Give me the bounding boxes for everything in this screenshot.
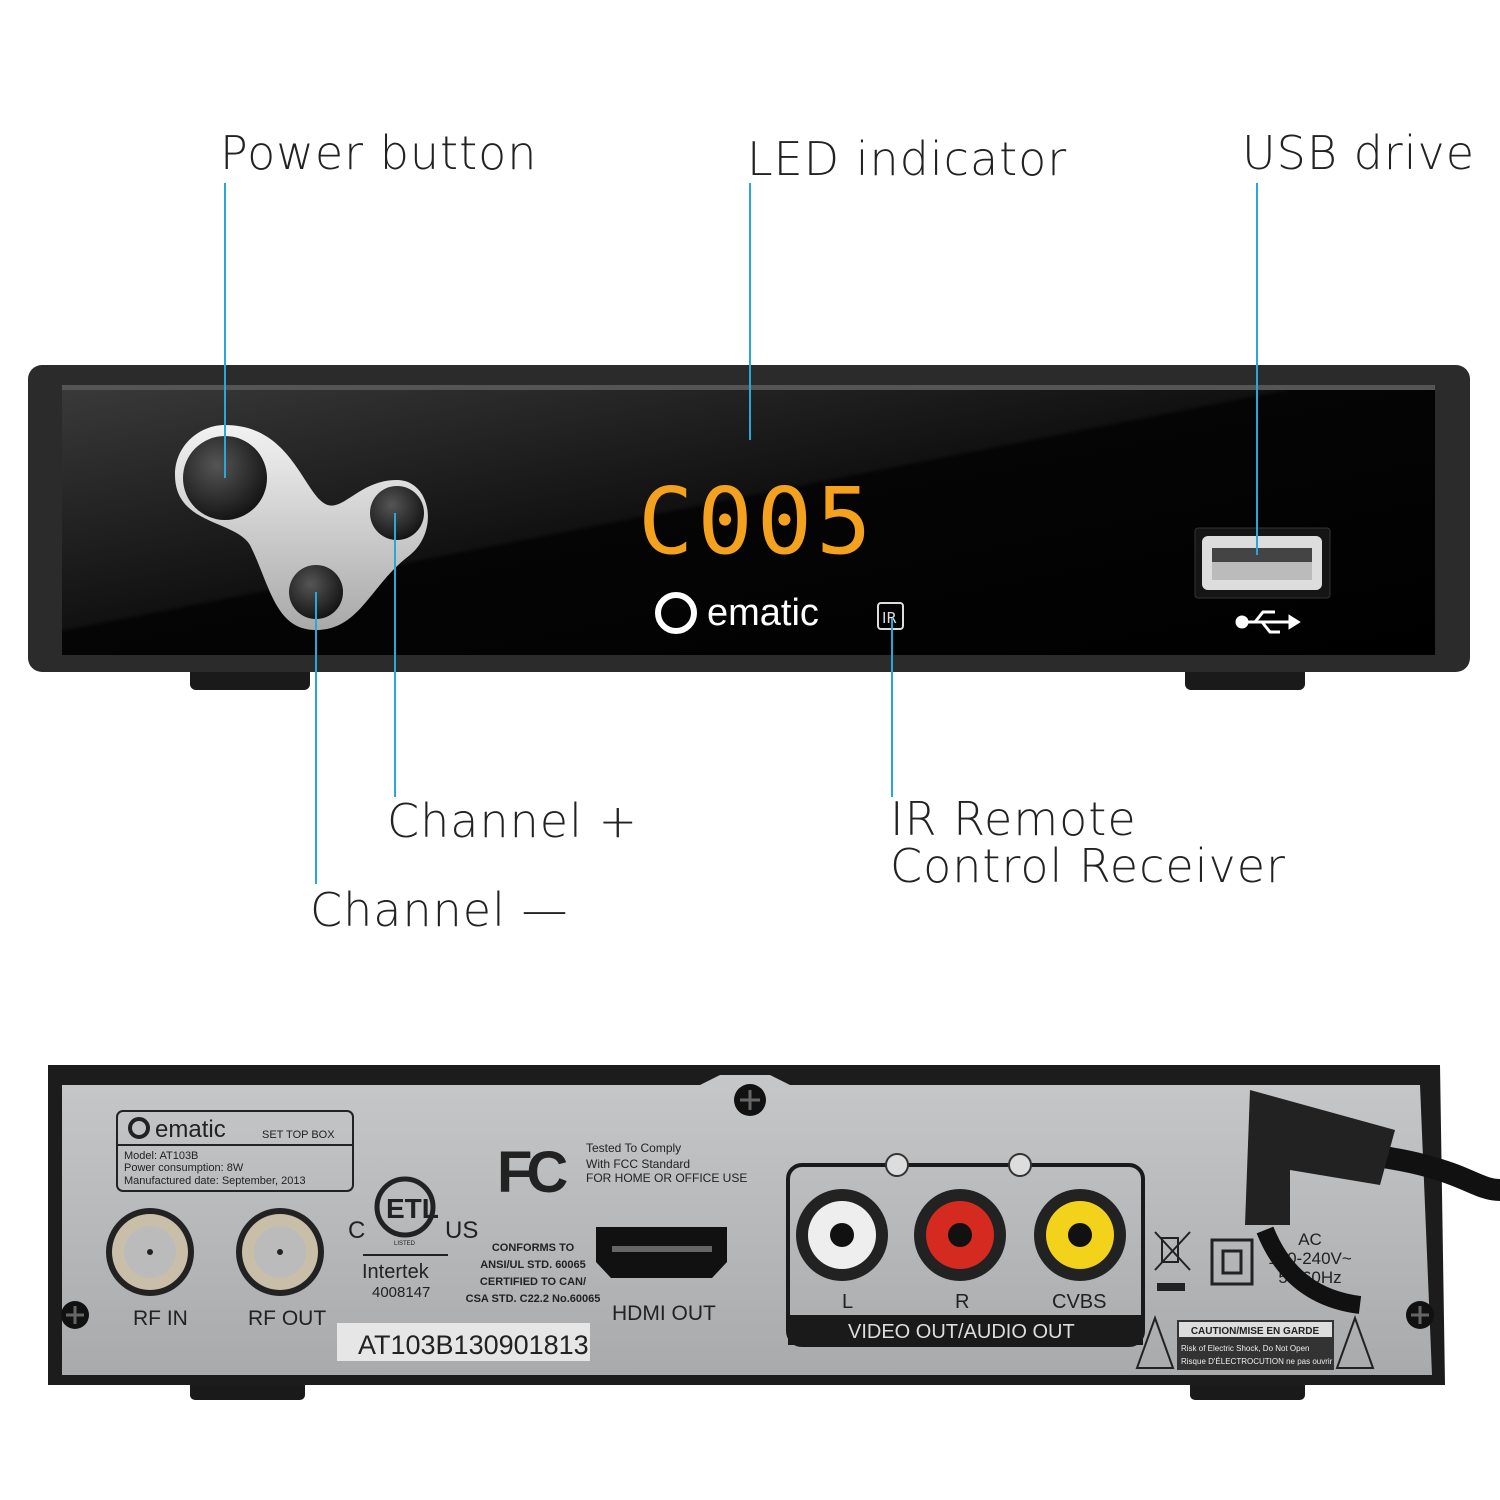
caution-label: CAUTION/MISE EN GARDE Risk of Electric S… bbox=[1135, 1315, 1375, 1370]
electric-shock-warning-icon bbox=[1135, 1315, 1175, 1369]
video-cvbs-port[interactable] bbox=[1034, 1189, 1126, 1281]
callout-lines bbox=[224, 183, 1258, 884]
svg-text:With FCC Standard: With FCC Standard bbox=[586, 1157, 690, 1171]
ir-receiver-callout-line2: Control Receiver bbox=[890, 839, 1286, 893]
front-panel: C005 ematic IR bbox=[28, 365, 1470, 690]
rf-in-port[interactable] bbox=[106, 1208, 194, 1296]
hdmi-label: HDMI OUT bbox=[612, 1302, 716, 1325]
svg-text:CERTIFIED TO CAN/: CERTIFIED TO CAN/ bbox=[480, 1276, 586, 1288]
svg-text:ETL: ETL bbox=[386, 1193, 439, 1224]
audio-left-port[interactable] bbox=[796, 1189, 888, 1281]
svg-text:FC: FC bbox=[497, 1140, 567, 1205]
channel-plus-callout: Channel + bbox=[387, 794, 639, 848]
ir-badge: IR bbox=[882, 609, 897, 627]
cvbs-label: CVBS bbox=[1052, 1291, 1106, 1313]
ir-receiver-icon bbox=[877, 602, 904, 630]
svg-text:CSA STD. C22.2 No.60065: CSA STD. C22.2 No.60065 bbox=[466, 1293, 601, 1305]
svg-text:Risque D'ÉLECTROCUTION ne pas: Risque D'ÉLECTROCUTION ne pas ouvrir bbox=[1181, 1357, 1333, 1366]
fcc-mark: FC Tested To Comply With FCC Standard FO… bbox=[497, 1140, 747, 1205]
led-indicator-callout: LED indicator bbox=[747, 132, 1068, 186]
double-insulation-icon bbox=[1210, 1238, 1254, 1286]
ematic-logo: ematic bbox=[655, 592, 819, 634]
usb-port[interactable] bbox=[1194, 527, 1331, 599]
button-cluster bbox=[175, 425, 428, 630]
ir-receiver-callout-line1: IR Remote bbox=[890, 792, 1137, 846]
screw bbox=[734, 1084, 766, 1116]
power-button-callout: Power button bbox=[220, 126, 538, 180]
label-model: Model: AT103B bbox=[124, 1150, 198, 1162]
rf-out-label: RF OUT bbox=[248, 1307, 326, 1330]
rf-in-label: RF IN bbox=[133, 1307, 188, 1330]
svg-text:LISTED: LISTED bbox=[394, 1241, 416, 1247]
l-label: L bbox=[842, 1291, 853, 1313]
conformity-text: CONFORMS TO ANSI/UL STD. 60065 CERTIFIED… bbox=[466, 1242, 601, 1305]
serial-sticker bbox=[337, 1323, 590, 1361]
channel-plus-button[interactable] bbox=[370, 486, 424, 540]
svg-text:C: C bbox=[348, 1217, 365, 1244]
svg-text:US: US bbox=[445, 1217, 478, 1244]
svg-text:CAUTION/MISE EN GARDE: CAUTION/MISE EN GARDE bbox=[1191, 1326, 1320, 1337]
svg-text:Intertek: Intertek bbox=[362, 1261, 430, 1283]
led-display: C005 bbox=[638, 468, 876, 575]
svg-text:FOR HOME OR OFFICE USE: FOR HOME OR OFFICE USE bbox=[586, 1171, 747, 1185]
channel-minus-callout: Channel — bbox=[310, 883, 569, 937]
r-label: R bbox=[955, 1291, 969, 1313]
ematic-logo bbox=[128, 1117, 150, 1139]
usb-drive-callout: USB drive bbox=[1242, 126, 1476, 180]
svg-text:AC: AC bbox=[1298, 1230, 1322, 1249]
serial-number: AT103B130901813 bbox=[358, 1330, 589, 1360]
screw bbox=[1406, 1301, 1434, 1329]
svg-text:CONFORMS TO: CONFORMS TO bbox=[492, 1242, 575, 1254]
label-power: Power consumption: 8W bbox=[124, 1162, 244, 1174]
svg-text:Risk of Electric Shock, Do Not: Risk of Electric Shock, Do Not Open bbox=[1181, 1344, 1310, 1353]
svg-text:ANSI/UL STD. 60065: ANSI/UL STD. 60065 bbox=[480, 1259, 586, 1271]
hdmi-port[interactable] bbox=[596, 1227, 727, 1278]
etl-mark: ETL C US LISTED Intertek 4008147 bbox=[348, 1176, 478, 1301]
svg-text:4008147: 4008147 bbox=[372, 1284, 430, 1301]
screw bbox=[61, 1301, 89, 1329]
audio-right-port[interactable] bbox=[914, 1189, 1006, 1281]
rf-out-port[interactable] bbox=[236, 1208, 324, 1296]
exclamation-warning-icon bbox=[1335, 1315, 1375, 1369]
label-brand: ematic bbox=[155, 1116, 226, 1143]
label-date: Manufactured date: September, 2013 bbox=[124, 1175, 306, 1187]
weee-bin-icon bbox=[1154, 1231, 1191, 1271]
svg-text:Tested To Comply: Tested To Comply bbox=[586, 1141, 681, 1155]
usb-icon bbox=[1235, 610, 1301, 634]
svg-text:ematic: ematic bbox=[707, 592, 819, 634]
av-group-label: VIDEO OUT/AUDIO OUT bbox=[848, 1321, 1075, 1343]
label-product: SET TOP BOX bbox=[262, 1129, 335, 1141]
rear-panel: ematic SET TOP BOX Model: AT103B Power c… bbox=[48, 1065, 1500, 1400]
power-cord bbox=[1245, 1090, 1500, 1314]
